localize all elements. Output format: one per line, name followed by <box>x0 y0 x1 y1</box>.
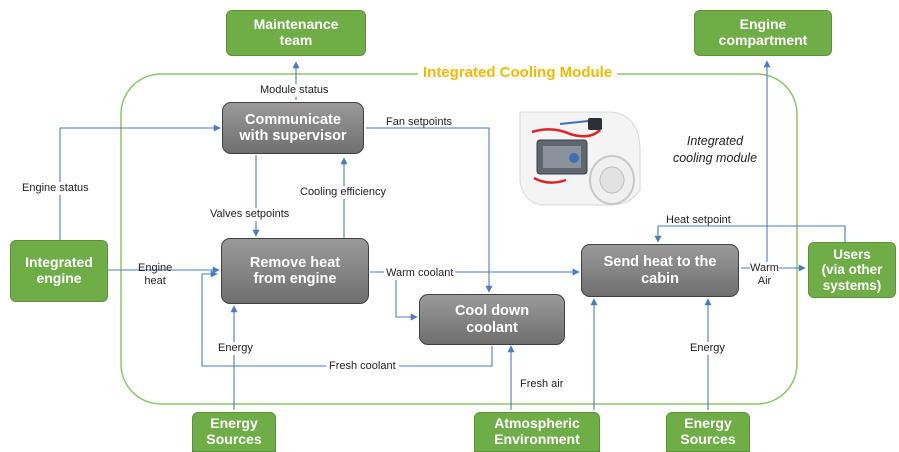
communicate-label-1: Communicate <box>245 111 341 128</box>
integrated-engine-label-2: engine <box>36 270 82 286</box>
maintenance-team-box: Maintenance team <box>226 10 366 56</box>
engine-compartment-box: Engine compartment <box>694 10 832 56</box>
fan-setpoints-label: Fan setpoints <box>386 116 453 128</box>
car-cooling-module-photo <box>519 111 641 206</box>
cool-down-label-1: Cool down <box>454 303 530 320</box>
energy-sources-left-label-2: Sources <box>206 431 262 447</box>
remove-heat-label-1: Remove heat <box>249 254 341 271</box>
integrated-engine-label-1: Integrated <box>25 254 93 271</box>
send-heat-to-cabin-box: Send heat to the cabin <box>581 244 739 297</box>
module-status-label: Module status <box>260 84 329 97</box>
engine-status-label: Engine status <box>22 182 89 195</box>
atmospheric-environment-box: Atmospheric Environment <box>474 412 600 452</box>
cool-down-coolant-box: Cool down coolant <box>419 294 565 345</box>
warm-air-label: Warm Air <box>750 262 779 288</box>
module-caption-line1: Integrated <box>686 134 744 148</box>
warm-air-label-1: Warm <box>750 262 779 274</box>
users-label-1: Users <box>833 247 871 263</box>
arrow-fresh-coolant <box>201 270 493 367</box>
users-box: Users (via other systems) <box>808 242 896 298</box>
arrow-heat-setpoint <box>654 225 846 243</box>
atmospheric-environment-label-2: Environment <box>494 431 580 447</box>
remove-heat-box: Remove heat from engine <box>221 238 369 304</box>
energy-sources-left-label-1: Energy <box>210 415 258 432</box>
engine-heat-label-1: Engine <box>138 262 173 274</box>
communicate-label-2: with supervisor <box>239 128 347 144</box>
energy-sources-right-label-1: Energy <box>684 415 732 432</box>
maintenance-team-label-1: Maintenance <box>253 16 339 33</box>
energy-left-label: Energy <box>218 342 253 355</box>
engine-heat-label-2: heat <box>144 274 166 287</box>
module-title: Integrated Cooling Module <box>418 64 618 81</box>
cooling-efficiency-label: Cooling efficiency <box>300 186 387 199</box>
warm-air-label-2: Air <box>757 274 772 287</box>
valves-setpoints-label: Valves setpoints <box>210 208 290 221</box>
energy-right-label: Energy <box>690 342 725 355</box>
module-caption: Integrated cooling module <box>660 133 770 167</box>
remove-heat-label-2: from engine <box>253 271 337 287</box>
cool-down-label-2: coolant <box>466 319 518 336</box>
energy-sources-right-label-2: Sources <box>680 431 736 447</box>
integrated-engine-box: Integrated engine <box>10 240 108 302</box>
arrow-fan-setpoints <box>366 127 493 293</box>
engine-compartment-label-1: Engine <box>739 16 787 33</box>
energy-sources-right-box: Energy Sources <box>666 412 750 452</box>
send-heat-label-2: cabin <box>641 270 679 287</box>
users-label-3: systems) <box>822 277 882 293</box>
arrow-engine-status <box>59 124 221 240</box>
engine-compartment-label-2: compartment <box>718 32 808 48</box>
module-caption-line2: cooling module <box>672 150 758 165</box>
energy-sources-left-box: Energy Sources <box>192 412 276 452</box>
engine-heat-label: Engine heat <box>138 262 172 287</box>
warm-coolant-label: Warm coolant <box>384 267 456 280</box>
communicate-with-supervisor-box: Communicate with supervisor <box>222 102 364 154</box>
heat-setpoint-label: Heat setpoint <box>666 214 731 226</box>
fresh-coolant-label: Fresh coolant <box>326 360 399 373</box>
arrow-warm-coolant-branch <box>395 272 418 321</box>
fresh-air-label: Fresh air <box>520 378 564 390</box>
send-heat-label-1: Send heat to the <box>603 254 717 271</box>
users-label-2: (via other <box>821 262 883 278</box>
maintenance-team-label-2: team <box>279 32 313 48</box>
atmospheric-environment-label-1: Atmospheric <box>494 415 580 432</box>
